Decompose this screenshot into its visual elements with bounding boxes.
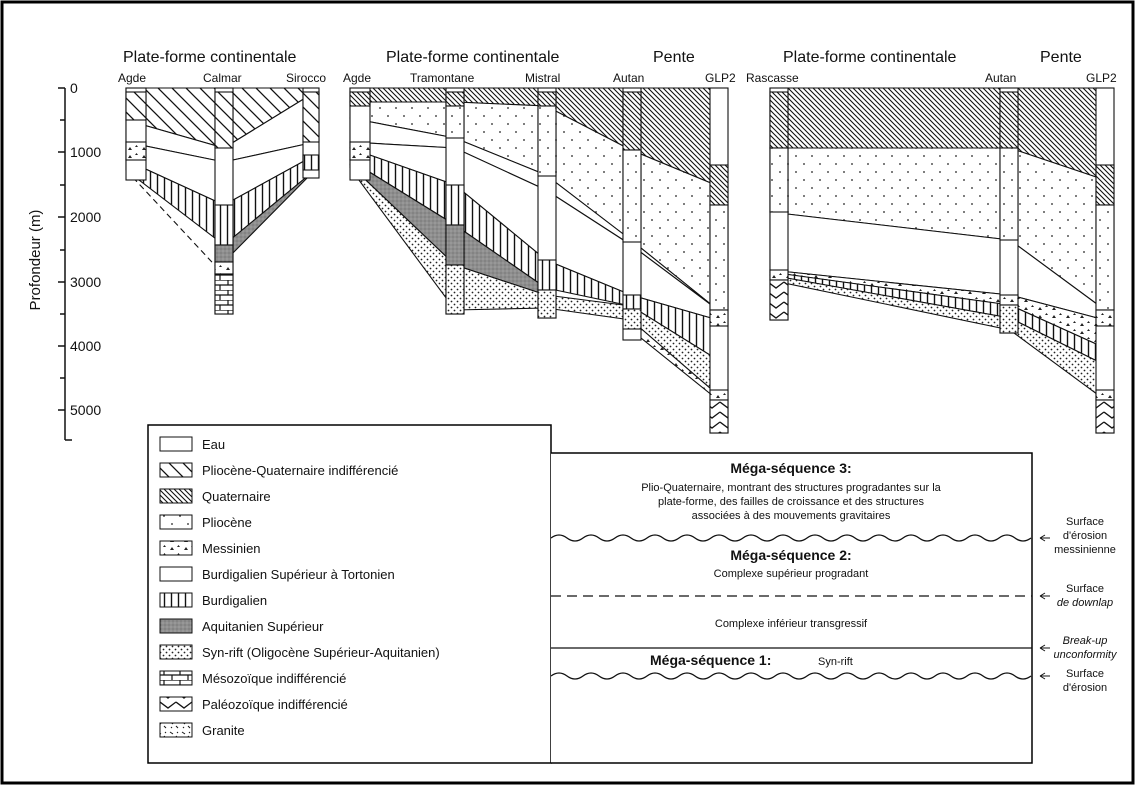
legend-label-10: Paléozoïque indifférencié	[202, 697, 348, 712]
surface-3-line-1: Break-up	[1063, 635, 1108, 647]
well-name-rascasse: Rascasse	[746, 71, 799, 85]
mega-sequence-panel: Méga-séquence 3: Plio-Quaternaire, montr…	[550, 452, 1033, 764]
well-name-glp2-1: GLP2	[705, 71, 736, 85]
legend: Eau Pliocène-Quaternaire indifférencié Q…	[147, 424, 552, 764]
surface-1-line-2: d'érosion	[1063, 530, 1107, 542]
surface-3-line-2: unconformity	[1054, 649, 1118, 661]
depth-axis-label: Profondeur (m)	[27, 210, 44, 311]
legend-label-7: Aquitanien Supérieur	[202, 619, 324, 634]
panel-right-section	[769, 87, 1115, 434]
header-right-platform: Plate-forme continentale	[783, 49, 957, 66]
depth-tick-1000: 1000	[70, 144, 101, 160]
surface-1-line-1: Surface	[1066, 516, 1104, 528]
surface-labels: Surface d'érosion messinienne Surface de…	[1039, 516, 1118, 694]
legend-label-8: Syn-rift (Oligocène Supérieur-Aquitanien…	[202, 645, 440, 660]
legend-swatch-meso	[159, 670, 193, 686]
panel-middle-section	[349, 87, 729, 434]
panel-left-section	[125, 87, 320, 315]
depth-tick-0: 0	[70, 80, 78, 96]
ms1-sub: Syn-rift	[818, 656, 853, 668]
surface-2-line-1: Surface	[1066, 583, 1104, 595]
legend-swatch-granite	[159, 722, 193, 738]
well-name-glp2-2: GLP2	[1086, 71, 1117, 85]
legend-label-9: Mésozoïque indifférencié	[202, 671, 346, 686]
legend-label-2: Quaternaire	[202, 489, 271, 504]
legend-swatch-paleo	[159, 696, 193, 712]
ms3-desc-3: associées à des mouvements gravitaires	[692, 510, 891, 522]
depth-tick-3000: 3000	[70, 274, 101, 290]
legend-swatch-aqui	[159, 618, 193, 634]
header-mid-slope: Pente	[653, 49, 695, 66]
well-name-calmar: Calmar	[203, 71, 242, 85]
depth-axis	[58, 87, 72, 441]
legend-label-5: Burdigalien Supérieur à Tortonien	[202, 567, 395, 582]
well-name-agde-1: Agde	[118, 71, 146, 85]
legend-label-6: Burdigalien	[202, 593, 267, 608]
header-mid-platform: Plate-forme continentale	[386, 49, 560, 66]
well-name-tramontane: Tramontane	[410, 71, 475, 85]
surface-2-line-2: de downlap	[1057, 597, 1113, 609]
well-name-mistral: Mistral	[525, 71, 560, 85]
legend-swatch-mess	[159, 540, 193, 556]
erosion-surface-base	[550, 672, 1032, 680]
depth-tick-5000: 5000	[70, 402, 101, 418]
ms2-title: Méga-séquence 2:	[730, 547, 851, 563]
surface-4-line-1: Surface	[1066, 668, 1104, 680]
legend-swatch-plain	[159, 566, 193, 582]
section-headers: Plate-forme continentale Plate-forme con…	[123, 49, 1082, 66]
ms2-desc: Complexe supérieur progradant	[714, 568, 869, 580]
depth-tick-2000: 2000	[70, 209, 101, 225]
ms3-title: Méga-séquence 3:	[730, 460, 851, 476]
surface-4-line-2: d'érosion	[1063, 682, 1107, 694]
depth-tick-labels: 0 1000 2000 3000 4000 5000	[70, 80, 101, 418]
ms1-title: Méga-séquence 1:	[650, 652, 771, 668]
ms3-desc-2: plate-forme, des failles de croissance e…	[658, 496, 924, 508]
legend-label-4: Messinien	[202, 541, 261, 556]
legend-swatch-plio	[159, 514, 193, 530]
legend-swatch-burd	[159, 592, 193, 608]
legend-swatch-quat	[159, 488, 193, 504]
legend-swatch-pq	[159, 462, 193, 478]
well-name-agde-2: Agde	[343, 71, 371, 85]
legend-swatch-water	[159, 436, 193, 452]
header-left-platform: Plate-forme continentale	[123, 49, 297, 66]
ms3-desc-1: Plio-Quaternaire, montrant des structure…	[641, 482, 941, 494]
surface-1-line-3: messinienne	[1054, 544, 1116, 556]
well-names: Agde Calmar Sirocco Agde Tramontane Mist…	[118, 71, 1117, 85]
inf-desc: Complexe inférieur transgressif	[715, 618, 868, 630]
legend-label-11: Granite	[202, 723, 245, 738]
legend-label-0: Eau	[202, 437, 225, 452]
well-name-autan-2: Autan	[985, 71, 1016, 85]
legend-label-3: Pliocène	[202, 515, 252, 530]
well-name-sirocco: Sirocco	[286, 71, 326, 85]
well-name-autan-1: Autan	[613, 71, 644, 85]
erosion-surface-messinian	[550, 534, 1032, 542]
legend-swatch-synrift	[159, 644, 193, 660]
header-right-slope: Pente	[1040, 49, 1082, 66]
legend-label-1: Pliocène-Quaternaire indifférencié	[202, 463, 398, 478]
depth-tick-4000: 4000	[70, 338, 101, 354]
